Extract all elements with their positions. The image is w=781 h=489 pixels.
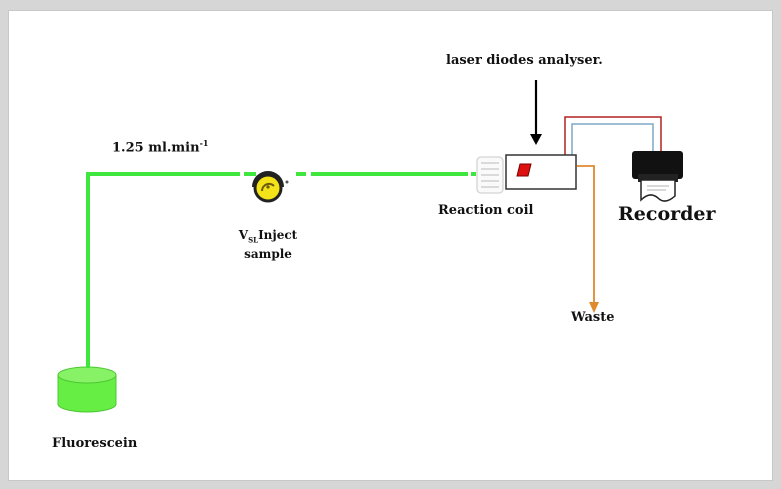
fluorescein-reservoir <box>57 366 117 413</box>
injector-subscript: SL <box>248 235 259 245</box>
injector-label: VSLInject sample <box>213 228 323 262</box>
injector-prefix: V <box>238 228 249 242</box>
injector-line2: sample <box>244 247 292 262</box>
diagram-frame <box>8 10 773 481</box>
analyser-label: laser diodes analyser. <box>446 53 603 68</box>
injector-line1: Inject <box>258 228 298 242</box>
injection-valve-icon <box>252 171 289 203</box>
analyser-arrow <box>530 80 542 145</box>
flow-rate-value: 1.25 ml.min <box>112 140 200 156</box>
flow-line <box>86 172 476 368</box>
flow-rate-exponent: -1 <box>199 138 209 148</box>
waste-label: Waste <box>571 310 615 325</box>
waste-line <box>577 165 599 313</box>
recorder-label: Recorder <box>618 203 716 225</box>
reaction-coil-icon <box>476 156 504 194</box>
fluorescein-label: Fluorescein <box>52 436 138 451</box>
reaction-coil-label: Reaction coil <box>438 203 534 218</box>
signal-cables <box>564 116 662 155</box>
analyser-box <box>505 154 577 190</box>
recorder-icon <box>632 151 683 202</box>
flow-rate-label: 1.25 ml.min-1 <box>112 138 208 155</box>
